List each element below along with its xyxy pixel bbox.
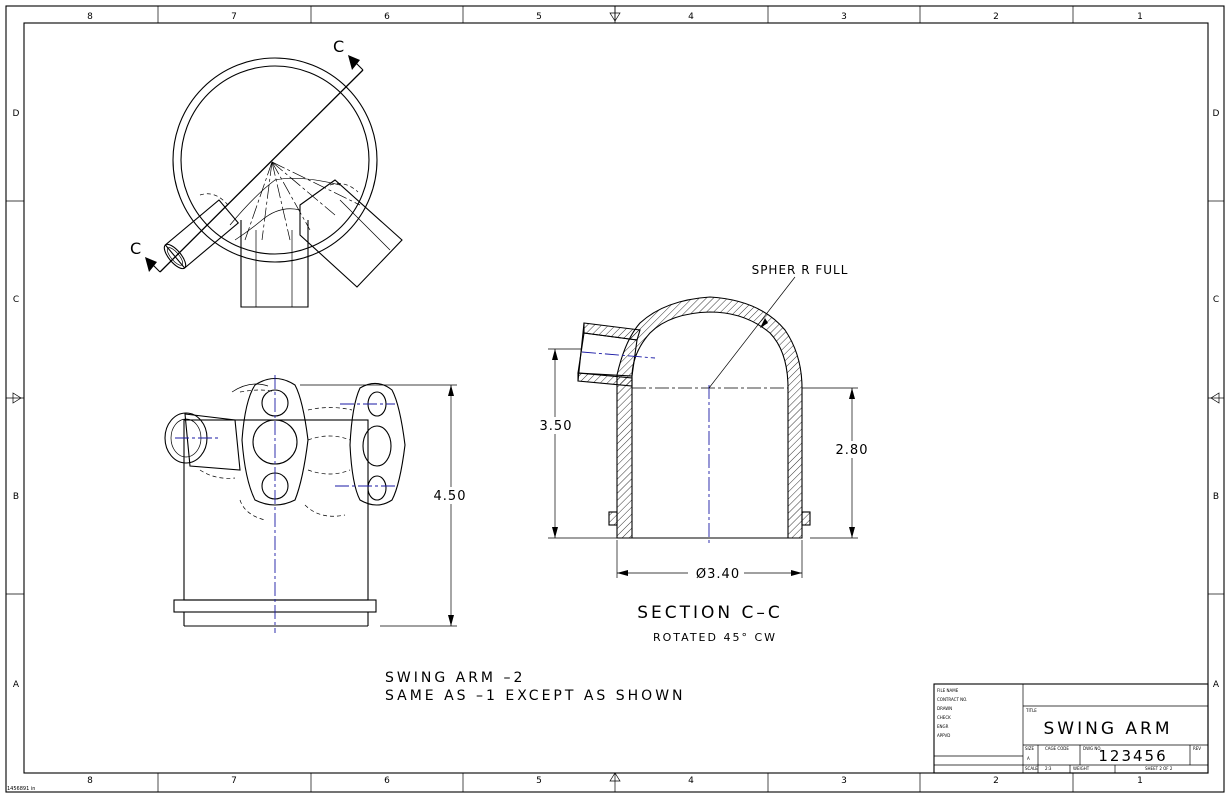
zone-label: A	[1213, 680, 1220, 690]
zone-label: 4	[688, 776, 694, 786]
zone-label: 2	[993, 12, 999, 22]
zone-label: 6	[384, 776, 390, 786]
tb-title-label: TITLE	[1025, 708, 1037, 713]
tb-label: ENGR	[937, 724, 949, 729]
zone-labels-left: D C B A	[13, 109, 20, 690]
tb-label: CONTRACT NO.	[937, 697, 967, 702]
tb-label: APPVD	[937, 733, 950, 738]
tb-label: CHECK	[937, 715, 951, 720]
section-subtitle: ROTATED 45° CW	[653, 631, 777, 644]
zone-label: B	[1213, 492, 1219, 502]
section-view: SPHER R FULL 3.50 2.80 Ø3.40 SECTION C–C…	[534, 263, 874, 644]
zone-label: 4	[688, 12, 694, 22]
notes: SWING ARM –2 SAME AS –1 EXCEPT AS SHOWN	[385, 670, 686, 704]
title-block: FILE NAME CONTRACT NO. DRAWN CHECK ENGR …	[933, 683, 1209, 774]
zone-label: C	[1213, 295, 1219, 305]
tb-label: DRAWN	[937, 706, 952, 711]
section-mark-top: C	[333, 37, 344, 56]
section-arrow-icon	[145, 257, 157, 272]
tb-scale-value: 2:3	[1045, 766, 1052, 771]
zone-label: 8	[87, 12, 93, 22]
tb-size-value: A	[1027, 756, 1030, 761]
zone-label: D	[1213, 109, 1220, 119]
dimension-right: 2.80	[836, 443, 869, 458]
top-view: C C	[130, 37, 403, 308]
file-tag: 1456891 in	[7, 786, 35, 792]
height-dimension: 4.50	[434, 489, 467, 504]
zone-label: B	[13, 492, 19, 502]
zone-labels-right: D C B A	[1213, 109, 1220, 690]
zone-label: 1	[1137, 12, 1143, 22]
section-arrow-icon	[348, 55, 360, 70]
zone-label: 8	[87, 776, 93, 786]
section-line	[159, 69, 364, 273]
zone-label: A	[13, 680, 20, 690]
drawing-border	[5, 5, 1225, 793]
radius-note: SPHER R FULL	[752, 263, 849, 277]
zone-label: 7	[231, 776, 237, 786]
tb-rev-label: REV	[1193, 746, 1201, 751]
zone-label: 2	[993, 776, 999, 786]
zone-label: 7	[231, 12, 237, 22]
tb-dwg-label: DWG NO.	[1083, 746, 1102, 751]
section-title: SECTION C–C	[637, 603, 783, 623]
tb-weight-label: WEIGHT	[1073, 766, 1090, 771]
zone-label: 5	[536, 12, 542, 22]
dimension-left: 3.50	[540, 419, 573, 434]
front-view: 4.50	[164, 375, 472, 633]
zone-label: 3	[841, 776, 847, 786]
zone-label: 5	[536, 776, 542, 786]
drawing-number: 123456	[1098, 747, 1167, 765]
zone-label: 6	[384, 12, 390, 22]
zone-label: D	[13, 109, 20, 119]
tb-scale-label: SCALE	[1025, 766, 1038, 771]
zone-label: C	[13, 295, 19, 305]
zone-label: 3	[841, 12, 847, 22]
tb-cage-label: CAGE CODE	[1045, 746, 1069, 751]
note-line-2: SAME AS –1 EXCEPT AS SHOWN	[385, 688, 686, 704]
tb-size-label: SIZE	[1025, 746, 1034, 751]
zone-labels-top: 8 7 6 5 4 3 2 1	[87, 12, 1143, 22]
zone-labels-bottom: 8 7 6 5 4 3 2 1	[87, 776, 1143, 786]
zone-label: 1	[1137, 776, 1143, 786]
dimension-diameter: Ø3.40	[696, 567, 740, 582]
section-mark-bottom: C	[130, 239, 141, 258]
tb-sheet-label: SHEET 2 OF 2	[1145, 766, 1173, 771]
tb-label: FILE NAME	[937, 688, 959, 693]
note-line-1: SWING ARM –2	[385, 670, 525, 686]
drawing-title: SWING ARM	[1043, 719, 1172, 739]
